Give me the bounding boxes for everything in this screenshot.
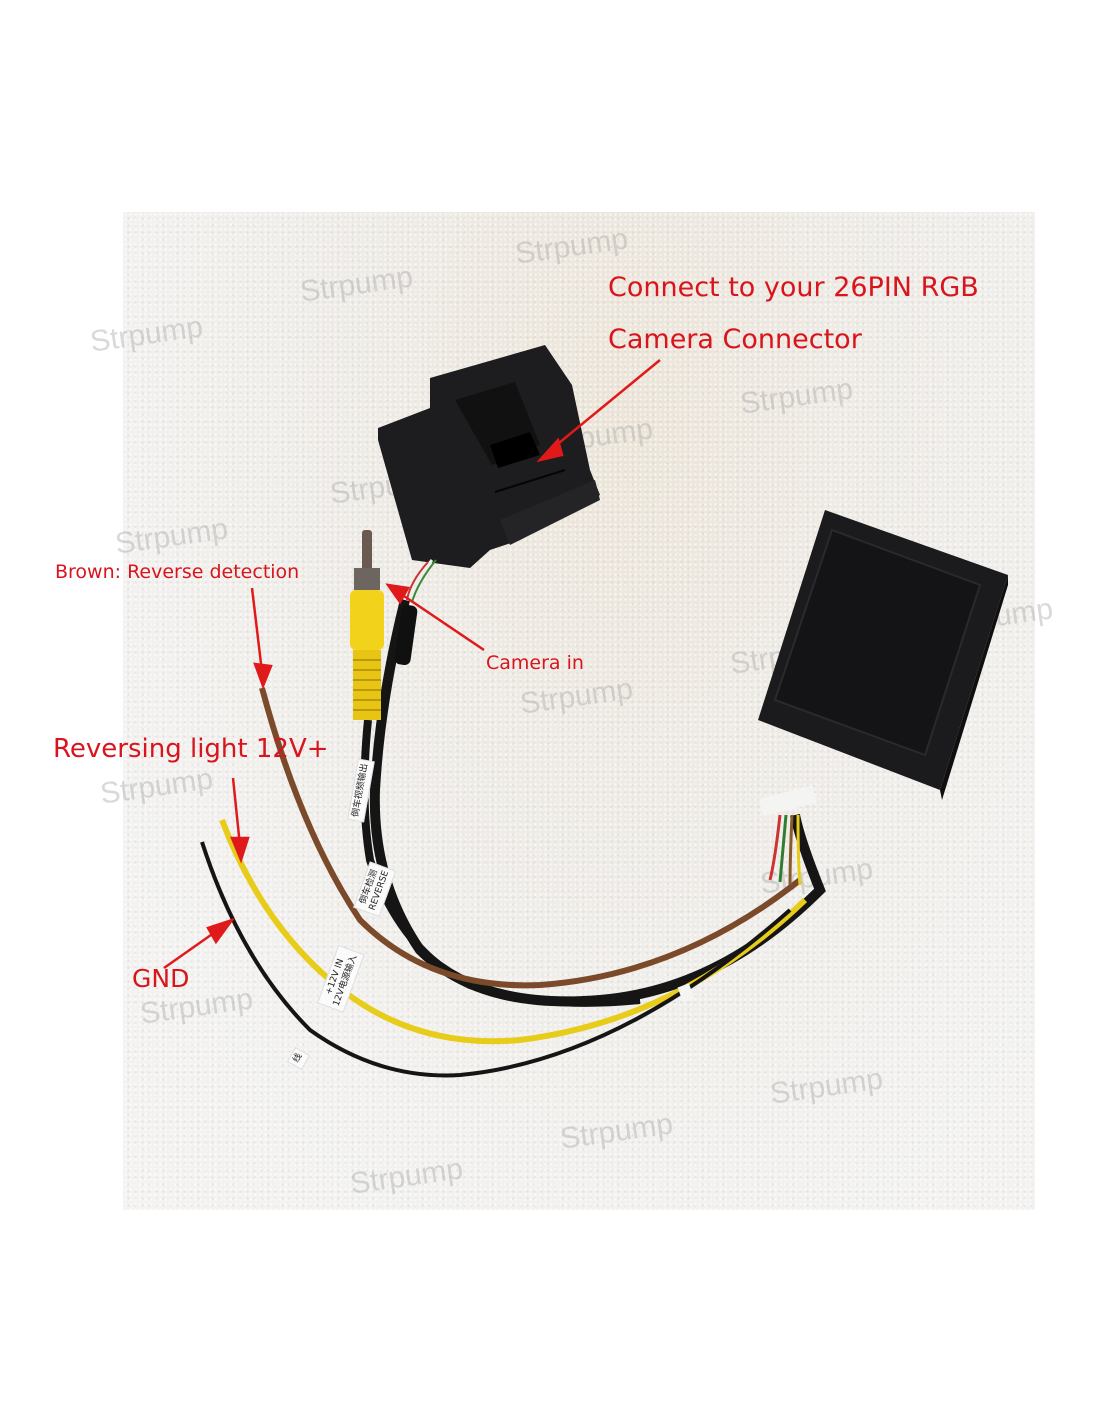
interface-box bbox=[758, 510, 1008, 817]
annotation-arrows bbox=[163, 359, 661, 970]
label-camera-in: Camera in bbox=[486, 652, 584, 674]
label-connector-line1: Connect to your 26PIN RGB bbox=[608, 272, 979, 303]
rgb-26pin-connector bbox=[378, 345, 600, 568]
label-reversing-light: Reversing light 12V+ bbox=[53, 734, 329, 764]
label-connector-line2: Camera Connector bbox=[608, 324, 862, 355]
label-brown-reverse-detection: Brown: Reverse detection bbox=[55, 561, 300, 583]
label-gnd: GND bbox=[132, 964, 190, 993]
rca-camera-connector bbox=[350, 530, 384, 720]
